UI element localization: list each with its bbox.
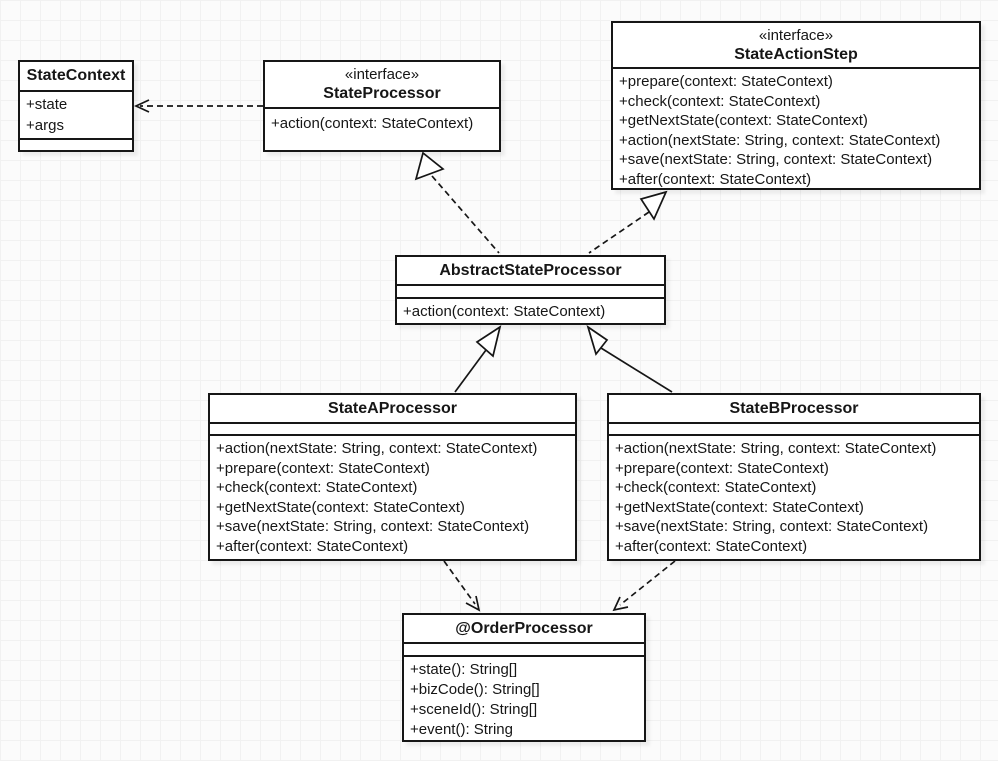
class-box-statecontext[interactable]: StateContext +state +args [18, 60, 134, 152]
attribute-item: +state [26, 96, 68, 113]
methods-compartment: +action(nextState: String, context: Stat… [210, 434, 575, 559]
method-item: +action(context: StateContext) [403, 303, 606, 320]
method-item: +getNextState(context: StateContext) [619, 112, 868, 129]
method-item: +action(nextState: String, context: Stat… [619, 131, 941, 149]
methods-compartment: +action(context: StateContext) [265, 107, 499, 150]
class-title-bar: @OrderProcessor [404, 615, 644, 642]
method-item: +check(context: StateContext) [619, 92, 821, 110]
method-item: +check(context: StateContext) [615, 479, 817, 496]
class-name: StateAProcessor [328, 399, 457, 417]
method-item: +after(context: StateContext) [619, 170, 812, 188]
class-name: StateBProcessor [729, 399, 859, 417]
method-item: +save(nextState: String, context: StateC… [615, 518, 929, 535]
class-name: @OrderProcessor [455, 619, 593, 637]
dependency-arrow-statebprocessor-orderprocessor [612, 560, 676, 612]
attributes-compartment-empty [404, 642, 644, 655]
methods-compartment: +prepare(context: StateContext) +check(co… [613, 67, 979, 189]
attributes-compartment-empty [397, 284, 664, 297]
method-item: +action(nextState: String, context: Stat… [216, 440, 538, 457]
methods-compartment-empty [20, 138, 132, 150]
method-item: +prepare(context: StateContext) [615, 459, 829, 477]
dependency-arrow-stateaprocessor-orderprocessor [443, 560, 481, 612]
method-item: +after(context: StateContext) [615, 537, 808, 555]
class-box-stateaprocessor[interactable]: StateAProcessor +action(nextState: Strin… [208, 393, 577, 561]
methods-compartment: +action(nextState: String, context: Stat… [609, 434, 979, 559]
class-title-bar: «interface» StateActionStep [613, 23, 979, 67]
method-item: +prepare(context: StateContext) [619, 73, 833, 90]
method-item: +check(context: StateContext) [216, 479, 418, 496]
generalization-arrow-statebprocessor-abstractstateprocessor [586, 324, 673, 393]
class-box-stateactionstep[interactable]: «interface» StateActionStep +prepare(con… [611, 21, 981, 190]
methods-compartment: +action(context: StateContext) [397, 297, 664, 323]
class-title-bar: «interface» StateProcessor [265, 62, 499, 107]
class-title-bar: StateAProcessor [210, 395, 575, 422]
class-name: StateContext [26, 67, 126, 84]
method-item: +after(context: StateContext) [216, 537, 409, 555]
realization-arrow-abstractstateprocessor-stateprocessor [414, 151, 500, 254]
attributes-compartment-empty [210, 422, 575, 434]
method-item: +state(): String[] [410, 661, 518, 678]
class-name: StateActionStep [734, 45, 858, 63]
class-box-orderprocessor[interactable]: @OrderProcessor +state(): String[] +bizCo… [402, 613, 646, 742]
attributes-compartment-empty [609, 422, 979, 434]
generalization-arrow-stateaprocessor-abstractstateprocessor [454, 325, 502, 393]
method-item: +save(nextState: String, context: StateC… [216, 518, 530, 535]
class-box-stateprocessor[interactable]: «interface» StateProcessor +action(conte… [263, 60, 501, 152]
class-name: AbstractStateProcessor [439, 261, 622, 279]
attributes-compartment: +state +args [20, 90, 132, 138]
method-item: +sceneId(): String[] [410, 701, 538, 718]
method-item: +save(nextState: String, context: StateC… [619, 151, 933, 168]
class-box-abstractstateprocessor[interactable]: AbstractStateProcessor +action(context: … [395, 255, 666, 325]
method-item: +action(nextState: String, context: Stat… [615, 440, 937, 457]
stereotype-label: «interface» [758, 26, 834, 44]
methods-compartment: +state(): String[] +bizCode(): String[] +s… [404, 655, 644, 740]
method-item: +prepare(context: StateContext) [216, 459, 430, 477]
attribute-item: +args [26, 116, 64, 134]
realization-arrow-abstractstateprocessor-stateactionstep [588, 190, 668, 254]
stereotype-label: «interface» [344, 66, 420, 83]
class-title-bar: StateContext [20, 62, 132, 90]
method-item: +bizCode(): String[] [410, 681, 540, 698]
class-title-bar: AbstractStateProcessor [397, 257, 664, 284]
method-item: +getNextState(context: StateContext) [216, 498, 465, 516]
method-item: +action(context: StateContext) [271, 115, 474, 132]
class-title-bar: StateBProcessor [609, 395, 979, 422]
method-item: +getNextState(context: StateContext) [615, 498, 864, 516]
class-box-statebprocessor[interactable]: StateBProcessor +action(nextState: Strin… [607, 393, 981, 561]
method-item: +event(): String [410, 721, 513, 738]
dependency-arrow-stateprocessor-statecontext [133, 99, 263, 113]
class-name: StateProcessor [323, 85, 441, 102]
